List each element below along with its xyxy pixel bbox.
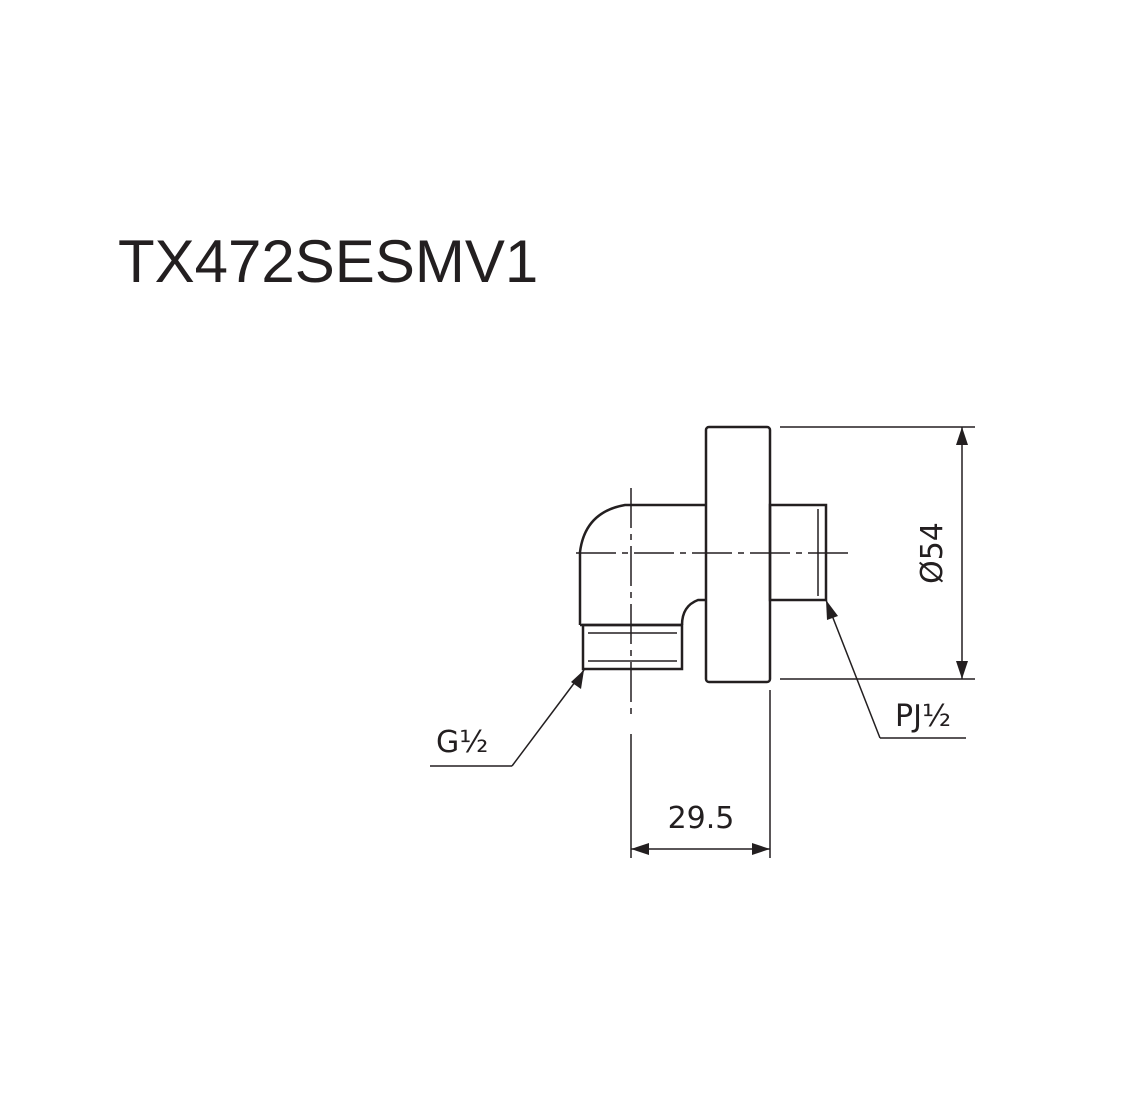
diameter-dimension [780,426,975,680]
thread-right-leader [825,599,966,739]
elbow-fitting [578,503,705,627]
width-label: 29.5 [668,801,735,836]
thread-left-label: G½ [436,725,488,760]
center-lines [576,488,850,720]
diameter-label: Ø54 [915,522,950,584]
model-title: TX472SESMV1 [118,228,539,295]
wall-flange [704,425,772,684]
thread-left-leader [430,669,585,767]
width-dimension [630,690,771,858]
thread-g-half [581,623,684,671]
thread-right-label: PJ½ [895,699,951,734]
